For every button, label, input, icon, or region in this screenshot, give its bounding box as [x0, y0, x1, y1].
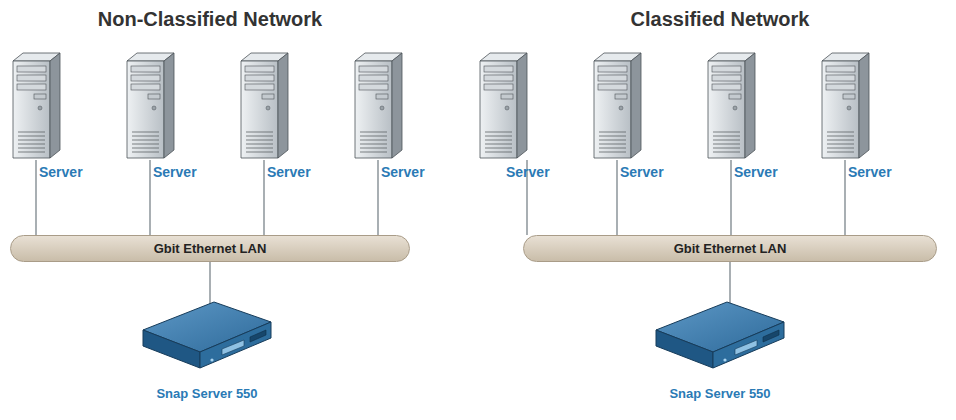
server-node: Server: [705, 52, 805, 187]
lan-label: Gbit Ethernet LAN: [674, 241, 787, 256]
nas-icon: [655, 300, 785, 375]
server-icon: [10, 52, 62, 160]
network-cable: [844, 160, 845, 235]
server-node: Server: [10, 52, 110, 187]
nas-icon: [142, 300, 272, 375]
network-cable: [377, 160, 378, 235]
server-label: Server: [506, 164, 550, 180]
lan-label: Gbit Ethernet LAN: [154, 241, 267, 256]
server-icon: [124, 52, 176, 160]
server-node: Server: [352, 52, 452, 187]
lan-bus: Gbit Ethernet LAN: [523, 235, 937, 262]
nas-label: Snap Server 550: [156, 386, 257, 401]
storage-node: Snap Server 550: [655, 300, 785, 405]
network-cable: [149, 160, 150, 235]
network-title: Non-Classified Network: [98, 8, 322, 31]
server-node: Server: [477, 52, 577, 187]
server-label: Server: [381, 164, 425, 180]
server-node: Server: [819, 52, 919, 187]
server-icon: [705, 52, 757, 160]
server-label: Server: [153, 164, 197, 180]
lan-bus: Gbit Ethernet LAN: [10, 235, 410, 262]
server-label: Server: [734, 164, 778, 180]
server-icon: [352, 52, 404, 160]
network-cable: [616, 160, 617, 235]
server-icon: [477, 52, 529, 160]
network-title: Classified Network: [631, 8, 810, 31]
server-label: Server: [39, 164, 83, 180]
network-cable: [35, 160, 36, 235]
server-label: Server: [267, 164, 311, 180]
nas-label: Snap Server 550: [669, 386, 770, 401]
network-cable: [730, 160, 731, 235]
server-node: Server: [238, 52, 338, 187]
server-node: Server: [124, 52, 224, 187]
server-label: Server: [848, 164, 892, 180]
server-icon: [591, 52, 643, 160]
server-label: Server: [620, 164, 664, 180]
server-icon: [819, 52, 871, 160]
server-node: Server: [591, 52, 691, 187]
server-icon: [238, 52, 290, 160]
network-cable: [263, 160, 264, 235]
storage-node: Snap Server 550: [142, 300, 272, 405]
